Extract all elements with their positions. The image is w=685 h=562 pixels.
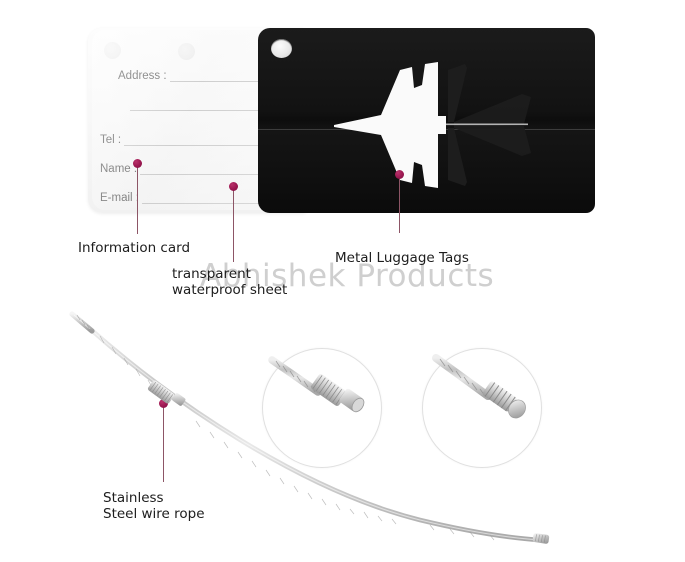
- leader-line-metal-tags: [399, 175, 401, 233]
- knurled-screw-lock-icon: [268, 356, 365, 413]
- wire-rope-tip-left: [69, 311, 95, 334]
- wire-rope-screw-lock: [147, 380, 186, 406]
- marker-dot-information-card: [133, 159, 142, 168]
- tag-hole-icon: [271, 39, 292, 58]
- callout-wire-rope: Stainless Steel wire rope: [103, 490, 205, 522]
- leader-line-transparent-sheet: [233, 187, 235, 262]
- watermark-text: Abhishek Products: [200, 258, 495, 294]
- leader-line-information-card: [137, 164, 139, 234]
- airplane-cutout-icon: [334, 62, 531, 188]
- marker-dot-transparent-sheet: [229, 182, 238, 191]
- wire-rope-tip-right: [532, 533, 550, 544]
- callout-transparent-sheet: transparent waterproof sheet: [172, 266, 288, 298]
- marker-dot-wire-rope: [159, 399, 168, 408]
- callout-information-card: Information card: [78, 240, 191, 256]
- marker-dot-metal-tags: [395, 170, 404, 179]
- callout-metal-tags: Metal Luggage Tags: [335, 250, 469, 266]
- threaded-screw-end-icon: [432, 354, 526, 419]
- leader-line-wire-rope: [163, 404, 165, 482]
- metal-luggage-tag: [258, 28, 595, 213]
